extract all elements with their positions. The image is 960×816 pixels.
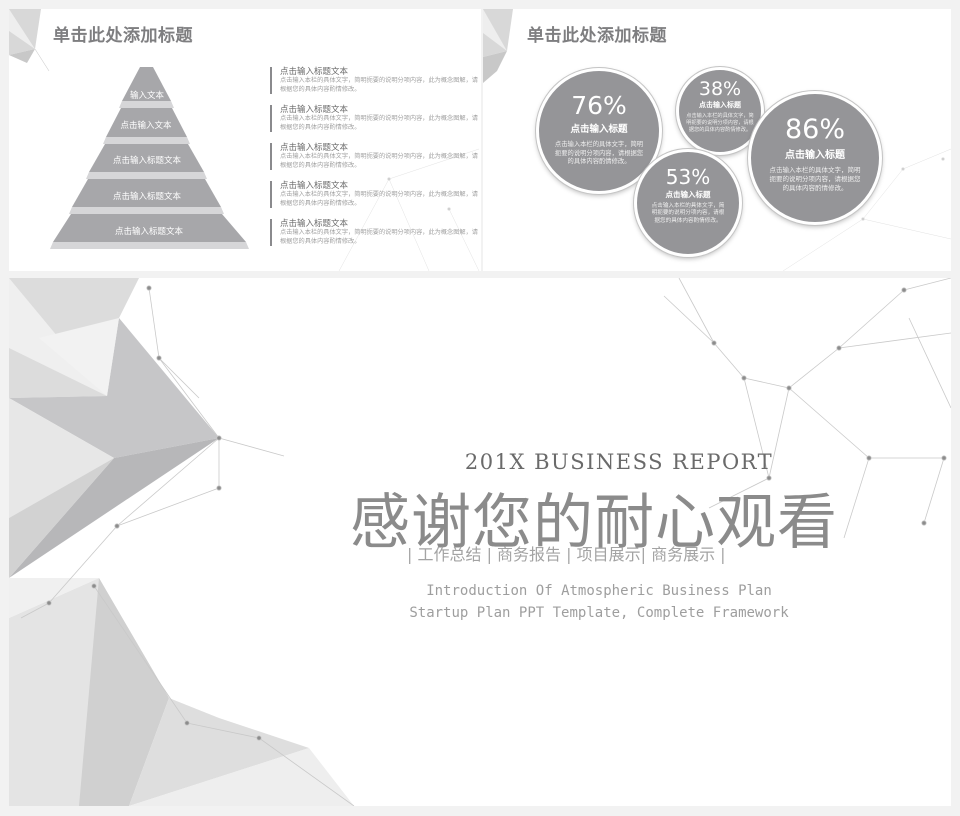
text-item[interactable]: 点击输入标题文本 点击输入本栏的具体文字，简明扼要的说明分项内容，此为概念图解，…	[270, 105, 480, 132]
poly-decoration	[9, 9, 480, 271]
pyramid-tier	[89, 144, 204, 172]
pyramid-tier	[122, 67, 171, 101]
stat-desc: 点击输入本栏的具体文字，简明扼要的说明分项内容，请根据您的具体内容酌情修改。	[554, 141, 644, 166]
stat-desc: 点击输入本栏的具体文字，简明扼要的说明分项内容，请根据您的具体内容酌情修改。	[686, 113, 754, 133]
text-item[interactable]: 点击输入标题文本 点击输入本栏的具体文字，简明扼要的说明分项内容，此为概念图解，…	[270, 67, 480, 94]
slide-title: 单击此处添加标题	[53, 26, 193, 46]
stat-label: 点击输入标题	[699, 101, 741, 109]
stat-percent: 53%	[665, 165, 711, 189]
subtitle-tags: | 工作总结 | 商务报告 | 项目展示| 商务展示 |	[407, 545, 726, 564]
text-item[interactable]: 点击输入标题文本 点击输入本栏的具体文字，简明扼要的说明分项内容，此为概念图解，…	[270, 219, 480, 246]
pyramid-tier-label: 点击输入标题文本	[114, 227, 184, 237]
slide-pyramid[interactable]: 单击此处添加标题 输入文本 点击输入文本 点击输入标题文本 点击输入标题文本 点…	[9, 9, 481, 271]
poly-decoration	[483, 9, 951, 271]
text-item-desc: 点击输入本栏的具体文字，简明扼要的说明分项内容，此为概念图解，请根据您的具体内容…	[280, 115, 478, 131]
text-item[interactable]: 点击输入标题文本 点击输入本栏的具体文字，简明扼要的说明分项内容，此为概念图解，…	[270, 181, 480, 208]
stat-desc: 点击输入本栏的具体文字，简明扼要的说明分项内容，请根据您的具体内容酌情修改。	[769, 166, 861, 192]
stat-percent: 86%	[784, 114, 845, 145]
pyramid-tier-label: 点击输入标题文本	[112, 192, 182, 202]
text-item-title: 点击输入标题文本	[280, 105, 349, 115]
text-item-desc: 点击输入本栏的具体文字，简明扼要的说明分项内容，此为概念图解，请根据您的具体内容…	[280, 229, 478, 245]
pyramid-tier-label: 点击输入文本	[120, 121, 172, 131]
poly-decoration	[9, 278, 951, 806]
stat-percent: 76%	[571, 91, 627, 120]
intro-line: Introduction Of Atmospheric Business Pla…	[426, 583, 772, 599]
stat-label: 点击输入标题	[665, 190, 711, 199]
stat-circle: 38% 点击输入标题 点击输入本栏的具体文字，简明扼要的说明分项内容，请根据您的…	[676, 67, 764, 155]
pyramid-tier-label: 点击输入标题文本	[112, 156, 182, 166]
stat-circle: 86% 点击输入标题 点击输入本栏的具体文字，简明扼要的说明分项内容，请根据您的…	[748, 91, 882, 225]
text-item-desc: 点击输入本栏的具体文字，简明扼要的说明分项内容，此为概念图解，请根据您的具体内容…	[280, 191, 478, 207]
report-title: 201X BUSINESS REPORT	[464, 450, 774, 474]
thank-you-title: 感谢您的耐心观看	[350, 488, 838, 558]
intro-text: Introduction Of Atmospheric Business Pla…	[389, 580, 809, 624]
text-item[interactable]: 点击输入标题文本 点击输入本栏的具体文字，简明扼要的说明分项内容，此为概念图解，…	[270, 143, 480, 170]
text-item-title: 点击输入标题文本	[280, 219, 349, 229]
text-item-title: 点击输入标题文本	[280, 67, 349, 77]
pyramid-tier	[106, 108, 187, 137]
text-item-title: 点击输入标题文本	[280, 143, 349, 153]
slide-thanks[interactable]: 201X BUSINESS REPORT 感谢您的耐心观看 | 工作总结 | 商…	[9, 278, 951, 806]
text-item-desc: 点击输入本栏的具体文字，简明扼要的说明分项内容，此为概念图解，请根据您的具体内容…	[280, 77, 478, 93]
stat-label: 点击输入标题	[785, 150, 845, 161]
pyramid-chart	[50, 67, 249, 249]
stat-desc: 点击输入本栏的具体文字，简明扼要的说明分项内容，请根据您的具体内容酌情修改。	[651, 203, 725, 224]
slide-title: 单击此处添加标题	[527, 26, 667, 46]
stat-circle: 76% 点击输入标题 点击输入本栏的具体文字，简明扼要的说明分项内容，请根据您的…	[536, 68, 662, 194]
stat-percent: 38%	[698, 78, 742, 100]
text-item-title: 点击输入标题文本	[280, 181, 349, 191]
stat-label: 点击输入标题	[570, 124, 628, 135]
text-item-desc: 点击输入本栏的具体文字，简明扼要的说明分项内容，此为概念图解，请根据您的具体内容…	[280, 153, 478, 169]
pyramid-tier-label: 输入文本	[129, 91, 165, 101]
stat-circle: 53% 点击输入标题 点击输入本栏的具体文字，简明扼要的说明分项内容，请根据您的…	[634, 149, 742, 257]
intro-line: Startup Plan PPT Template, Complete Fram…	[409, 605, 789, 621]
slide-circles[interactable]: 单击此处添加标题 76% 点击输入标题 点击输入本栏的具体文字，简明扼要的说明分…	[483, 9, 951, 271]
pyramid-tier	[72, 179, 221, 207]
pyramid-tier	[53, 214, 246, 242]
